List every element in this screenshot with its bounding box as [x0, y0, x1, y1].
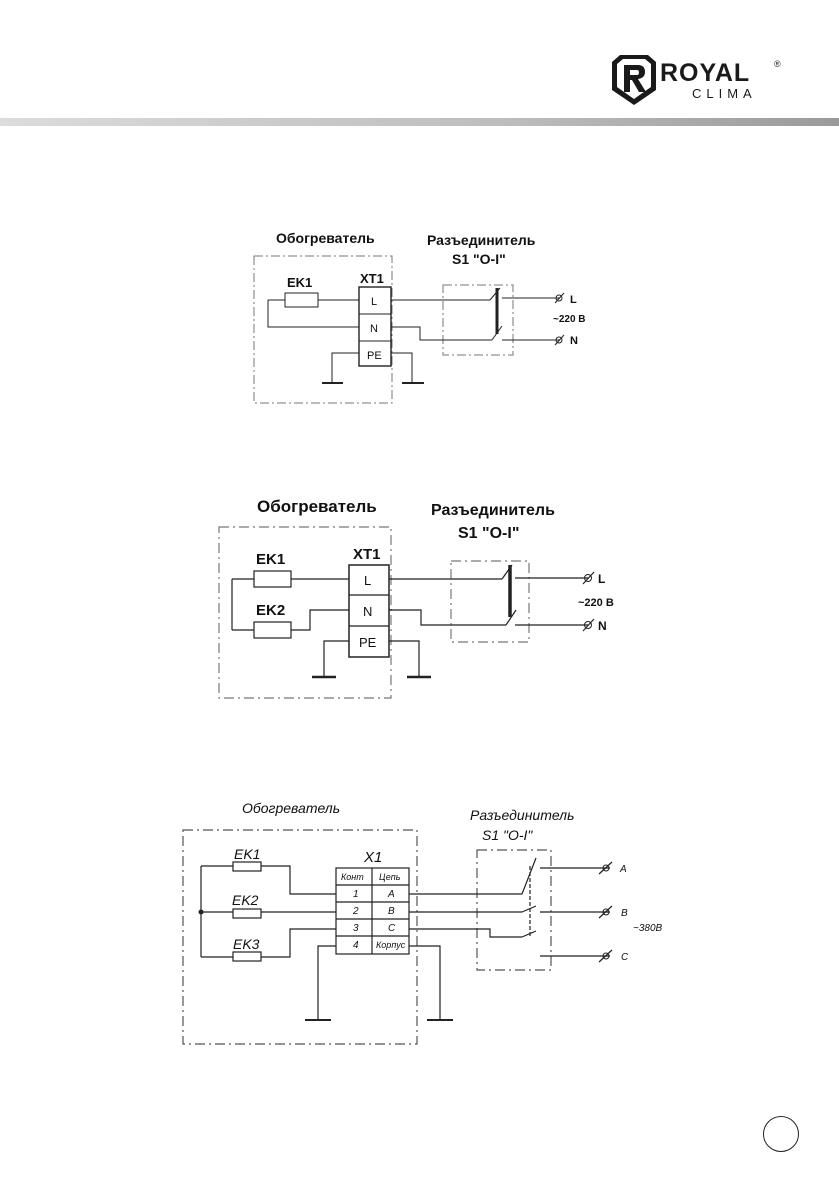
line-l-label: L — [570, 294, 577, 306]
switch-label: S1 "O-I" — [452, 251, 506, 267]
terminal-pe: PE — [359, 635, 377, 650]
table-cell-contact-2: 2 — [352, 906, 359, 917]
wiring-diagram-1: Обогреватель Разъединитель S1 "O-I" XT1 … — [253, 230, 586, 404]
line-l-label: L — [598, 572, 605, 586]
wiring-diagram-2: Обогреватель Разъединитель S1 "O-I" XT1 … — [218, 497, 614, 699]
line-n-label: N — [570, 335, 578, 347]
table-cell-contact-1: 1 — [353, 889, 359, 900]
voltage-label: ~220 В — [553, 314, 586, 325]
voltage-label: ~220 В — [578, 597, 614, 609]
heater-ek1-label: EK1 — [234, 846, 260, 862]
switch-label: S1 "O-I" — [458, 525, 519, 542]
table-cell-circuit-4: Корпус — [376, 940, 406, 950]
heater-ek2-label: EK2 — [256, 602, 285, 619]
voltage-label: ~380В — [633, 923, 663, 934]
heater-label: Обогреватель — [257, 497, 377, 516]
disconnector-label: Разъединитель — [431, 502, 555, 519]
table-header-circuit: Цепь — [379, 872, 401, 882]
switch-label: S1 "O-I" — [482, 827, 533, 843]
terminal-n: N — [370, 323, 378, 335]
logo-sub: CLIMA — [692, 86, 757, 101]
terminal-l: L — [364, 573, 371, 588]
disconnector-label: Разъединитель — [470, 807, 574, 823]
disconnector-label: Разъединитель — [427, 232, 536, 248]
terminal-block-label: XT1 — [353, 546, 381, 563]
terminal-pe: PE — [367, 350, 382, 362]
table-header-contact: Конт — [341, 872, 364, 882]
logo-registered: ® — [774, 59, 781, 69]
line-a-label: A — [619, 864, 627, 875]
page-number-badge — [763, 1116, 799, 1152]
heater-ek3-label: EK3 — [233, 936, 260, 952]
heater-ek1-label: EK1 — [287, 275, 312, 290]
line-b-label: B — [621, 908, 628, 919]
table-cell-contact-4: 4 — [353, 940, 359, 951]
heater-label: Обогреватель — [242, 800, 340, 816]
terminal-block-label: XT1 — [360, 271, 384, 286]
wiring-diagram-3: Обогреватель Разъединитель S1 "O-I" X1 E… — [182, 800, 663, 1045]
table-cell-contact-3: 3 — [353, 923, 359, 934]
terminal-block-label: X1 — [363, 849, 382, 866]
royal-clima-logo: ROYAL ® CLIMA — [612, 55, 781, 105]
table-cell-circuit-3: C — [388, 923, 396, 934]
header-bar — [0, 118, 839, 126]
heater-ek2-label: EK2 — [232, 892, 259, 908]
terminal-l: L — [371, 296, 377, 308]
heater-ek1-label: EK1 — [256, 551, 285, 568]
heater-label: Обогреватель — [276, 230, 375, 246]
logo-brand: ROYAL — [660, 59, 750, 87]
table-cell-circuit-2: B — [388, 906, 395, 917]
line-n-label: N — [598, 619, 607, 633]
terminal-n: N — [363, 604, 372, 619]
line-c-label: C — [621, 952, 629, 963]
table-cell-circuit-1: A — [387, 889, 395, 900]
